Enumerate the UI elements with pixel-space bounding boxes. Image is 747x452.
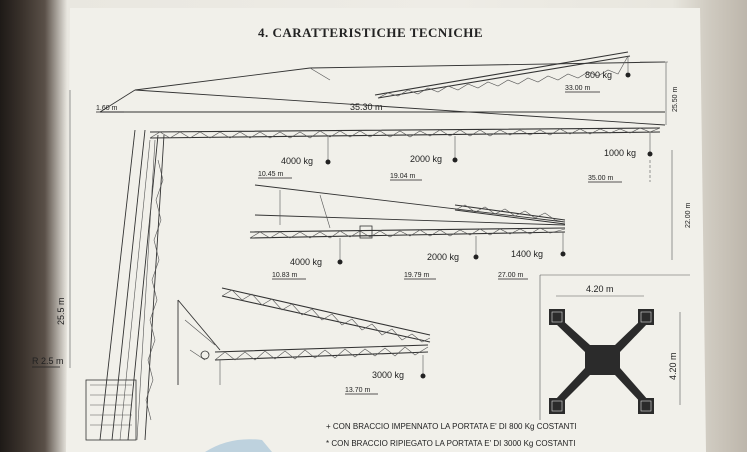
note-1: + CON BRACCIO IMPENNATO LA PORTATA E' DI… <box>326 422 577 431</box>
jib2-dist-a: 10.83 m <box>272 272 297 279</box>
note-2: * CON BRACCIO RIPIEGATO LA PORTATA E' DI… <box>326 439 575 448</box>
jib-2 <box>249 184 566 265</box>
crane-tower <box>85 129 165 441</box>
jib3-load-a: 3000 kg <box>372 370 404 380</box>
height-22-label: 22.00 m <box>685 203 692 228</box>
jib1-dist-c: 35.00 m <box>588 175 613 182</box>
stamp-fragment <box>205 439 272 452</box>
top-height-label: 25.50 m <box>672 87 679 112</box>
base-depth-label: 4.20 m <box>668 352 678 380</box>
page-title: 4. CARATTERISTICHE TECNICHE <box>258 25 483 40</box>
top-distance-label: 33.00 m <box>565 85 590 92</box>
jib3-dist-a: 13.70 m <box>345 387 370 394</box>
jib1-dist-b: 19.04 m <box>390 173 415 180</box>
jib1-load-c: 1000 kg <box>604 148 636 158</box>
offset-label: 1.60 m <box>96 105 118 112</box>
jib-3 <box>177 287 431 385</box>
base-width-label: 4.20 m <box>586 284 614 294</box>
jib1-load-b: 2000 kg <box>410 154 442 164</box>
jib2-dist-c: 27.00 m <box>498 272 523 279</box>
jib2-load-b: 2000 kg <box>427 252 459 262</box>
base-footprint <box>539 274 690 420</box>
top-jib-config <box>99 51 666 126</box>
jib2-load-a: 4000 kg <box>290 257 322 267</box>
span-label: 35.30 m <box>350 102 383 112</box>
jib-1 <box>149 127 661 182</box>
jib1-dist-a: 10.45 m <box>258 171 283 178</box>
jib2-dist-b: 19.79 m <box>404 272 429 279</box>
tower-height-label: 25.5 m <box>56 297 66 325</box>
radius-label: R 2.5 m <box>32 356 64 366</box>
top-load-label: 800 kg <box>585 70 612 80</box>
jib2-load-c: 1400 kg <box>511 249 543 259</box>
jib1-load-a: 4000 kg <box>281 156 313 166</box>
